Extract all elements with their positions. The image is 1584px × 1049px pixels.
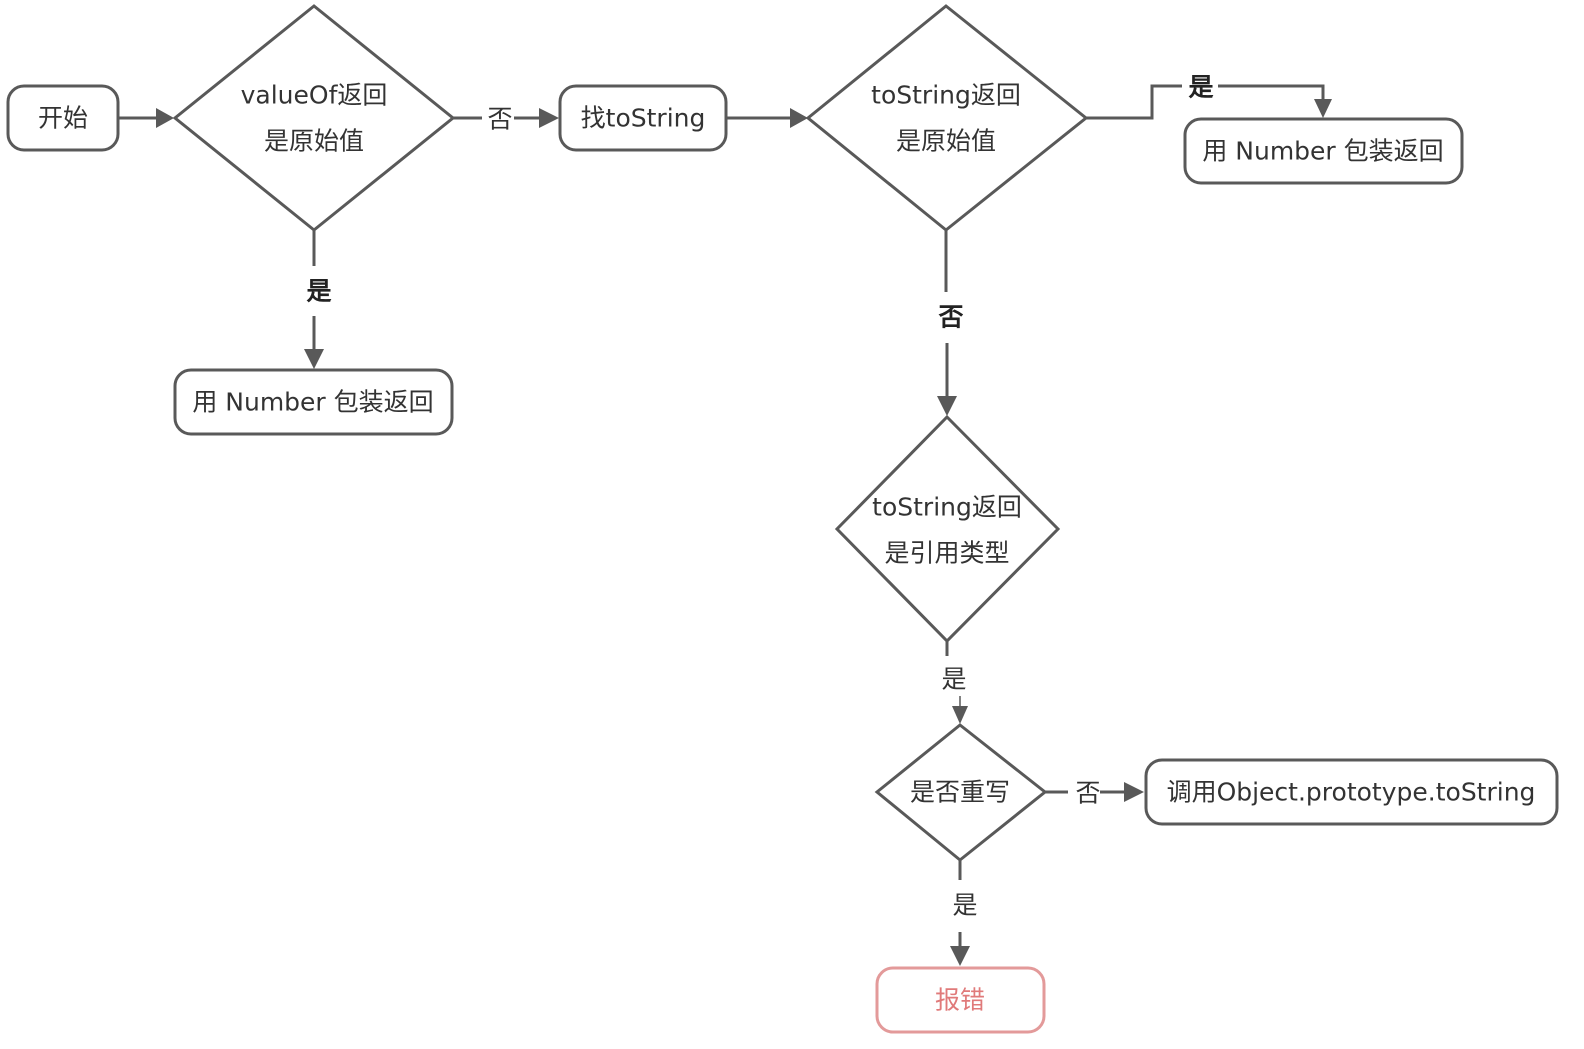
edge-label-yes: 是 — [952, 891, 977, 920]
node-label-line-1: toString返回 — [872, 493, 1022, 522]
node-call-object-prototype-tostring[interactable]: 调用Object.prototype.toString — [1144, 758, 1559, 826]
node-label: 报错 — [935, 986, 985, 1015]
edge-d2-d3: 否 — [937, 230, 964, 416]
node-label-line-1: valueOf返回 — [241, 81, 388, 110]
edge-label-yes: 是 — [306, 277, 331, 306]
edge-label-no: 否 — [487, 105, 512, 134]
node-label: 用 Number 包装返回 — [1202, 137, 1443, 166]
node-find-tostring[interactable]: 找toString — [558, 84, 728, 152]
node-decision-tostring-reference[interactable]: toString返回 是引用类型 — [834, 414, 1061, 644]
node-label-line-2: 是引用类型 — [884, 539, 1009, 568]
node-error[interactable]: 报错 — [875, 966, 1046, 1034]
node-decision-valueof-primitive[interactable]: valueOf返回 是原始值 — [172, 4, 456, 232]
edge-label-yes: 是 — [941, 665, 966, 694]
node-decision-tostring-primitive[interactable]: toString返回 是原始值 — [805, 4, 1089, 232]
edge-d4-err: 是 — [950, 860, 978, 966]
node-start[interactable]: 开始 — [6, 84, 120, 152]
node-number-wrap-return-1[interactable]: 用 Number 包装返回 — [173, 368, 454, 436]
node-label: 开始 — [38, 104, 88, 133]
node-label: 是否重写 — [910, 778, 1010, 807]
node-label-line-2: 是原始值 — [264, 127, 364, 156]
node-label: 找toString — [581, 104, 706, 133]
edge-d3-d4: 是 — [941, 641, 968, 724]
edge-d1-r1: 是 — [304, 230, 332, 369]
edge-find-d2 — [727, 108, 808, 128]
edge-label-no: 否 — [937, 303, 963, 332]
node-label-line-1: toString返回 — [871, 81, 1021, 110]
edge-start-d1 — [119, 108, 174, 128]
edge-d1-find: 否 — [453, 105, 559, 134]
edge-label-yes: 是 — [1188, 73, 1213, 102]
node-number-wrap-return-2[interactable]: 用 Number 包装返回 — [1183, 117, 1464, 185]
node-label: 调用Object.prototype.toString — [1167, 778, 1536, 807]
edge-d2-r2: 是 — [1086, 73, 1332, 120]
edge-label-no: 否 — [1075, 779, 1100, 808]
node-label-line-2: 是原始值 — [896, 127, 996, 156]
node-label: 用 Number 包装返回 — [192, 388, 433, 417]
node-decision-overridden[interactable]: 是否重写 — [874, 723, 1048, 862]
edge-d4-obj: 否 — [1045, 779, 1144, 808]
